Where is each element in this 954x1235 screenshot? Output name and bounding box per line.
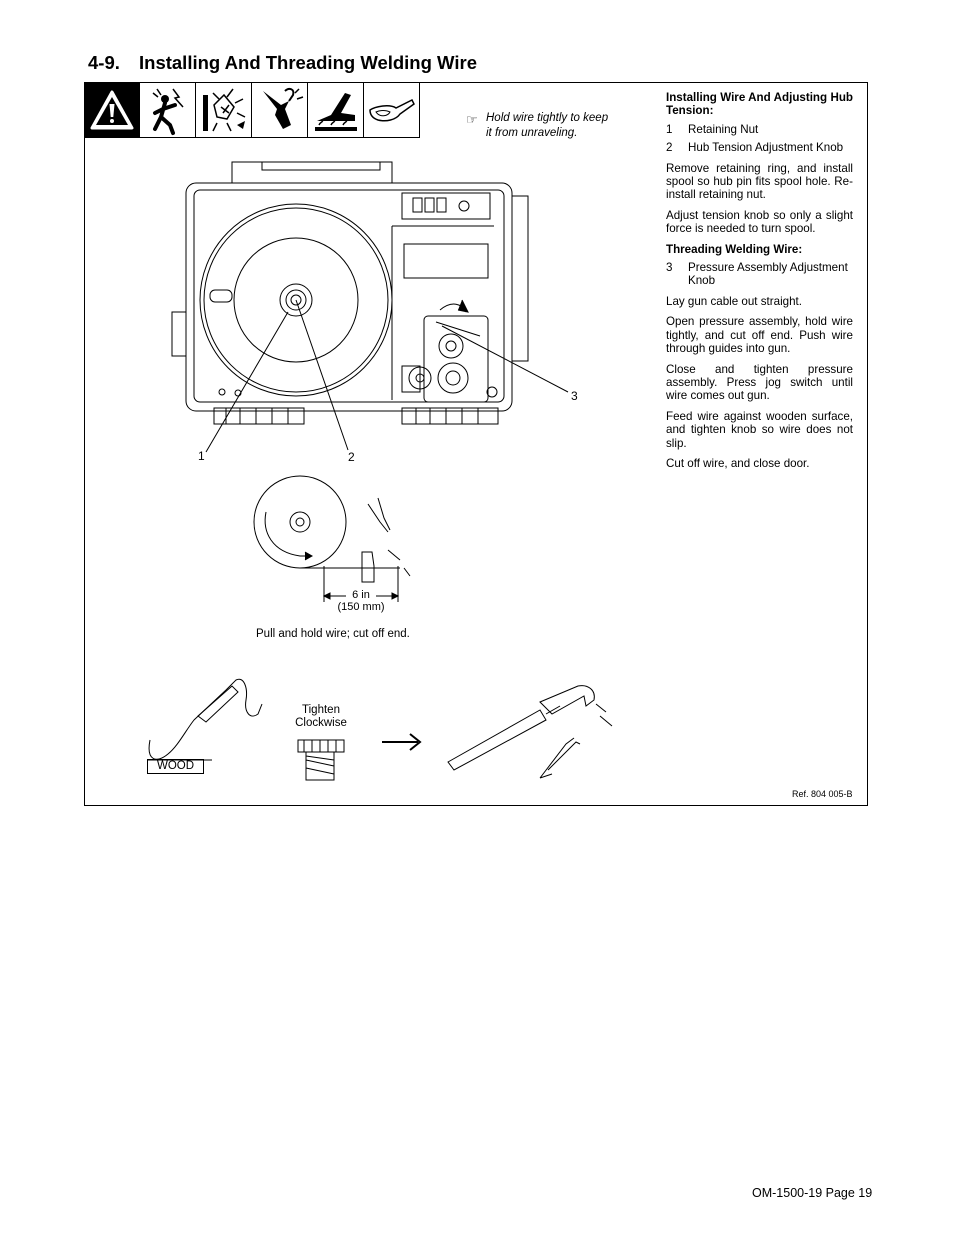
- callout-1: 1: [198, 449, 205, 463]
- tighten-label: Tighten Clockwise: [286, 704, 356, 730]
- item-number: 1: [666, 122, 673, 136]
- note-line-1: Hold wire tightly to keep: [486, 112, 609, 124]
- item-number: 3: [666, 261, 673, 275]
- section-number: 4-9.: [88, 52, 120, 73]
- paragraph: Close and tighten pressure assembly. Pre…: [666, 362, 853, 403]
- wood-label: WOOD: [147, 759, 204, 774]
- electric-shock-icon: [140, 82, 196, 138]
- paragraph: Adjust tension knob so only a slight for…: [666, 208, 853, 236]
- caution-note: ☞ Hold wire tightly to keep it from unrav…: [466, 111, 626, 141]
- section-title: 4-9. Installing And Threading Welding Wir…: [88, 52, 477, 74]
- paragraph: Lay gun cable out straight.: [666, 294, 802, 308]
- warning-triangle-icon: [84, 82, 140, 138]
- callout-2: 2: [348, 450, 355, 464]
- item-text: Pressure Assembly Adjustment Knob: [688, 261, 848, 288]
- safety-icons-row: [84, 82, 420, 138]
- paragraph: Feed wire against wooden surface, and ti…: [666, 409, 853, 450]
- dimension-in: 6 in: [352, 589, 370, 601]
- hot-parts-icon: [308, 82, 364, 138]
- sparks-fire-icon: [196, 82, 252, 138]
- item-text: Hub Tension Adjustment Knob: [688, 141, 844, 155]
- list-item: 1 Retaining Nut: [666, 123, 853, 136]
- instructions-column: Installing Wire And Adjusting Hub Tensio…: [666, 91, 853, 477]
- reference-number: Ref. 804 005-B: [792, 789, 853, 799]
- tighten-line-2: Clockwise: [295, 717, 347, 729]
- dimension-mm: (150 mm): [337, 601, 385, 613]
- tighten-line-1: Tighten: [302, 704, 340, 716]
- note-line-2: it from unraveling.: [486, 127, 578, 139]
- hand-pinch-icon: [252, 82, 308, 138]
- list-item: 3 Pressure Assembly Adjustment Knob: [666, 261, 853, 288]
- paragraph: Cut off wire, and close door.: [666, 456, 810, 470]
- thread-heading: Threading Welding Wire:: [666, 242, 803, 256]
- paragraph: Remove retaining ring, and install spool…: [666, 161, 853, 202]
- cut-wire-caption: Pull and hold wire; cut off end.: [256, 628, 410, 640]
- list-item: 2 Hub Tension Adjustment Knob: [666, 141, 853, 154]
- hub-heading: Installing Wire And Adjusting Hub Tensio…: [666, 91, 853, 118]
- paragraph: Open pressure assembly, hold wire tightl…: [666, 315, 853, 356]
- pointing-hand-icon: ☞: [466, 112, 478, 127]
- section-title-text: Installing And Threading Welding Wire: [139, 52, 477, 73]
- dimension-label: 6 in (150 mm): [330, 589, 392, 613]
- figure-frame: [84, 82, 868, 806]
- item-number: 2: [666, 141, 673, 155]
- page-footer: OM-1500-19 Page 19: [752, 1186, 873, 1200]
- item-text: Retaining Nut: [688, 122, 759, 136]
- callout-3: 3: [571, 389, 578, 403]
- safety-glasses-icon: [364, 82, 420, 138]
